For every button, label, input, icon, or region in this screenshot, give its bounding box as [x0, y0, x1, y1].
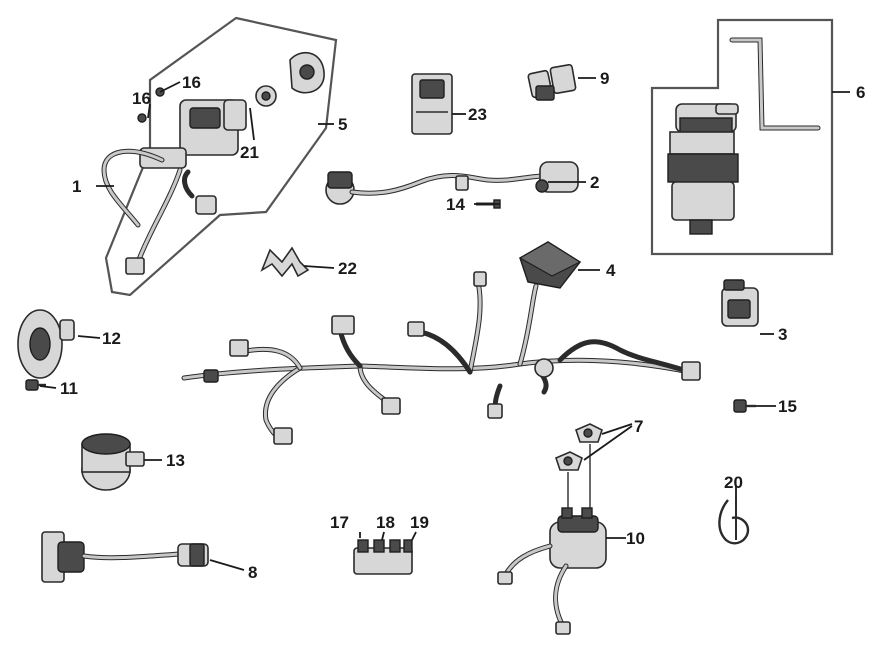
part-3-relay: [721, 279, 759, 327]
callout-20: 20: [724, 473, 743, 492]
callout-14: 14: [446, 195, 465, 214]
callout-18: 18: [376, 513, 395, 532]
part-2-sensor: [325, 161, 579, 205]
part-12-horn: [17, 309, 75, 379]
part-11-bolt: [25, 379, 46, 391]
part-23-connector: [411, 73, 453, 135]
callout-2: 2: [590, 173, 599, 192]
callout-16b: 16: [132, 89, 151, 108]
part-13-cylinder: [81, 433, 145, 491]
callout-5: 5: [338, 115, 347, 134]
callout-6: 6: [856, 83, 865, 102]
fuel-pump-assembly: [667, 37, 821, 235]
leader-lines: [39, 77, 850, 571]
callout-8: 8: [248, 563, 257, 582]
part-7-nuts: [555, 423, 603, 512]
callout-12: 12: [102, 329, 121, 348]
callout-9: 9: [600, 69, 609, 88]
callout-1: 1: [72, 177, 81, 196]
callout-23: 23: [468, 105, 487, 124]
callout-7: 7: [634, 417, 643, 436]
callout-22: 22: [338, 259, 357, 278]
callout-labels: 1 2 3 4 5 6 7 8 9 10 11 12 13 14 15 16 1…: [60, 69, 865, 582]
callout-17: 17: [330, 513, 349, 532]
part-8-cable: [41, 531, 209, 583]
part-17-19-fuses: [353, 539, 413, 575]
part-4-box: [518, 241, 582, 289]
callout-13: 13: [166, 451, 185, 470]
callout-19: 19: [410, 513, 429, 532]
wiring-harness: [181, 271, 701, 445]
part-5-panel: [104, 16, 338, 297]
part-10-relay: [497, 507, 607, 635]
part-6-panel: [650, 18, 834, 256]
callout-4: 4: [606, 261, 616, 280]
callout-10: 10: [626, 529, 645, 548]
callout-21: 21: [240, 143, 259, 162]
callout-15: 15: [778, 397, 797, 416]
part-22-clip: [260, 246, 310, 278]
callout-3: 3: [778, 325, 787, 344]
part-9-connector: [527, 63, 577, 101]
callout-11: 11: [60, 379, 78, 398]
ignition-switch-assembly: [101, 51, 325, 275]
part-15-screw: [733, 399, 756, 413]
callout-16a: 16: [182, 73, 201, 92]
part-20-clip: [718, 494, 750, 545]
